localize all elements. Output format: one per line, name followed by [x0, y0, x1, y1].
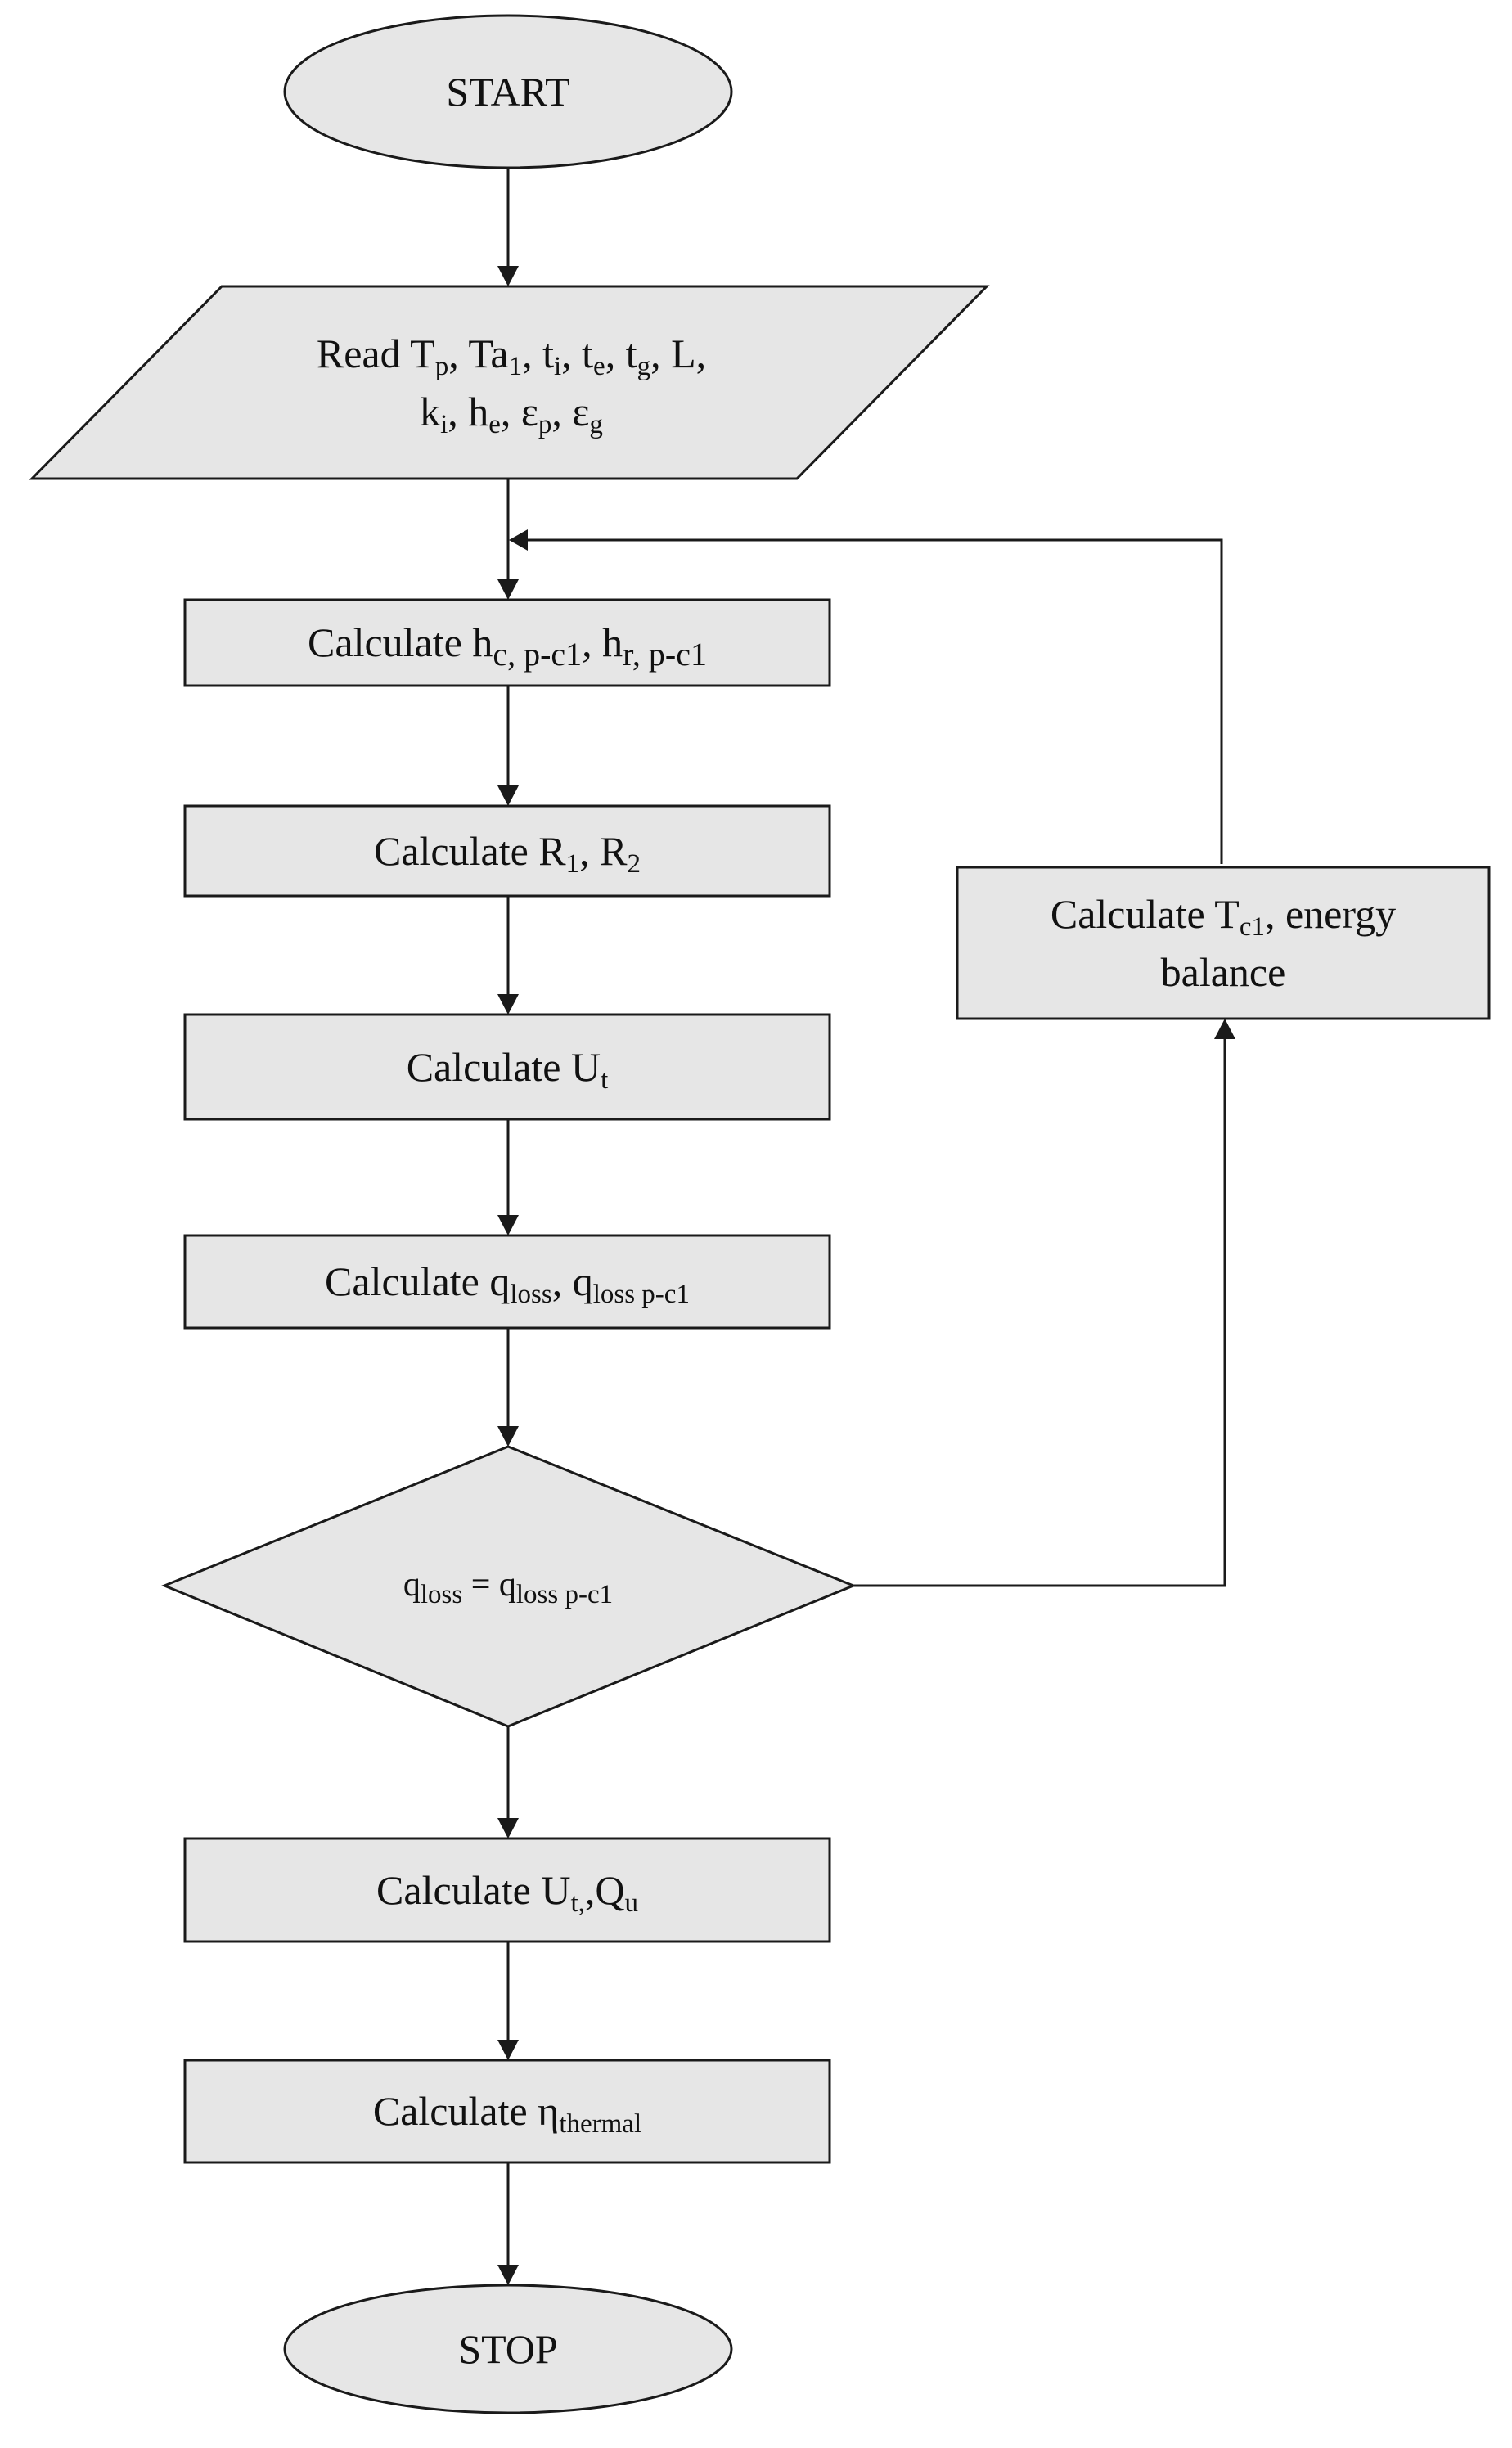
decision-label: qloss = qloss p-c1 [270, 1528, 746, 1643]
read-inputs-line-2: ki, he, εp, εg [420, 383, 603, 441]
subscript-run: e [593, 351, 605, 381]
calc-ut-qu-process [183, 1837, 831, 1943]
qloss-decision [161, 1445, 857, 1728]
text-run: , L, [650, 330, 707, 376]
connector-loop-return [528, 538, 1223, 864]
subscript-run: 1 [565, 848, 580, 879]
stop-label: STOP [458, 2325, 558, 2372]
text-run: Calculate U [406, 1043, 601, 1090]
subscript-run: loss p-c1 [592, 1280, 690, 1310]
arrowhead-decision [497, 1426, 519, 1447]
calc-tc1-line-2: balance [1161, 943, 1286, 1001]
text-run: Calculate h [308, 619, 493, 665]
text-run: Calculate T [1050, 890, 1240, 937]
text-run: ,Q [584, 1866, 625, 1913]
start-label: START [446, 68, 570, 115]
subscript-run: i [440, 409, 448, 439]
calc-ut-process [183, 1013, 831, 1121]
subscript-run: c, p-c1 [493, 636, 583, 673]
arrowhead-stop [497, 2265, 519, 2285]
stop-terminal [283, 2284, 733, 2414]
text-run: , q [551, 1258, 593, 1304]
text-run: , ε [551, 388, 590, 434]
text-run: k [420, 388, 441, 434]
text-run: Calculate U [376, 1866, 571, 1913]
text-run: balance [1160, 948, 1286, 995]
calc-eta-process [183, 2059, 831, 2164]
calc-r-process [183, 804, 831, 898]
subscript-run: loss p-c1 [515, 1580, 614, 1610]
arrowhead-calc-h [497, 579, 519, 600]
text-run: , energy [1264, 890, 1397, 937]
text-run: Calculate q [325, 1258, 511, 1304]
calc-r-text: Calculate R1, R2 [374, 822, 641, 880]
subscript-run: p [434, 351, 449, 381]
subscript-run: r, p-c1 [623, 636, 707, 673]
subscript-run: loss [510, 1280, 552, 1310]
calc-qloss-label: Calculate qloss, qloss p-c1 [185, 1235, 830, 1328]
arrowhead-loop-return [509, 529, 528, 551]
calc-ut-qu-label: Calculate Ut,,Qu [185, 1838, 830, 1942]
calc-ut-qu-text: Calculate Ut,,Qu [376, 1861, 638, 1919]
arrowhead-read [497, 266, 519, 286]
subscript-run: c1 [1239, 911, 1265, 942]
subscript-run: 2 [627, 848, 641, 879]
calc-eta-label: Calculate ηthermal [185, 2060, 830, 2162]
calc-h-process [183, 598, 831, 687]
decision-text: qloss = qloss p-c1 [403, 1561, 613, 1610]
subscript-run: thermal [559, 2109, 642, 2140]
connector-decision-calc-tc1 [853, 1039, 1226, 1587]
text-run: , h [582, 619, 623, 665]
text-run: Calculate η [372, 2088, 560, 2134]
calc-tc1-line-1: Calculate Tc1, energy [1051, 885, 1396, 943]
read-inputs-parallelogram [29, 285, 990, 480]
subscript-run: p [538, 409, 552, 439]
calc-ut-text: Calculate Ut [407, 1038, 609, 1096]
calc-qloss-process [183, 1234, 831, 1330]
calc-h-label: Calculate hc, p-c1, hr, p-c1 [185, 600, 830, 686]
subscript-run: loss [420, 1580, 463, 1610]
text-run: , t [522, 330, 554, 376]
text-run: , t [605, 330, 637, 376]
text-run: = q [462, 1566, 516, 1604]
text-run: , Ta [448, 330, 509, 376]
subscript-run: g [589, 409, 603, 439]
arrowhead-calc-ut [497, 994, 519, 1015]
calc-ut-label: Calculate Ut [185, 1015, 830, 1119]
connectors [497, 168, 1235, 2285]
calc-tc1-label: Calculate Tc1, energy balance [957, 867, 1489, 1019]
read-inputs-line-1: Read Tp, Ta1, ti, te, tg, L, [317, 325, 706, 383]
text-run: , t [561, 330, 594, 376]
calc-qloss-text: Calculate qloss, qloss p-c1 [325, 1253, 690, 1311]
arrowhead-calc-ut-qu [497, 1818, 519, 1838]
subscript-run: t, [570, 1888, 585, 1918]
subscript-run: e [488, 409, 501, 439]
start-terminal [283, 14, 733, 169]
calc-tc1-process [956, 866, 1491, 1020]
subscript-run: t [601, 1064, 609, 1095]
text-run: , R [579, 827, 628, 874]
arrowhead-calc-qloss [497, 1215, 519, 1235]
calc-eta-text: Calculate ηthermal [373, 2082, 641, 2140]
subscript-run: g [637, 351, 651, 381]
arrowhead-calc-eta [497, 2040, 519, 2060]
text-run: q [403, 1566, 421, 1604]
calc-h-text: Calculate hc, p-c1, hr, p-c1 [308, 614, 707, 672]
text-run: Calculate R [373, 827, 566, 874]
arrowhead-calc-r [497, 785, 519, 806]
subscript-run: 1 [508, 351, 523, 381]
text-run: , ε [500, 388, 538, 434]
arrowhead-calc-tc1 [1214, 1019, 1235, 1039]
subscript-run: u [624, 1888, 638, 1918]
text-run: , h [448, 388, 489, 434]
text-run: Read T [316, 330, 435, 376]
subscript-run: i [553, 351, 562, 381]
read-inputs-label: Read Tp, Ta1, ti, te, tg, L, ki, he, εp,… [188, 295, 835, 470]
calc-r-label: Calculate R1, R2 [185, 806, 830, 896]
